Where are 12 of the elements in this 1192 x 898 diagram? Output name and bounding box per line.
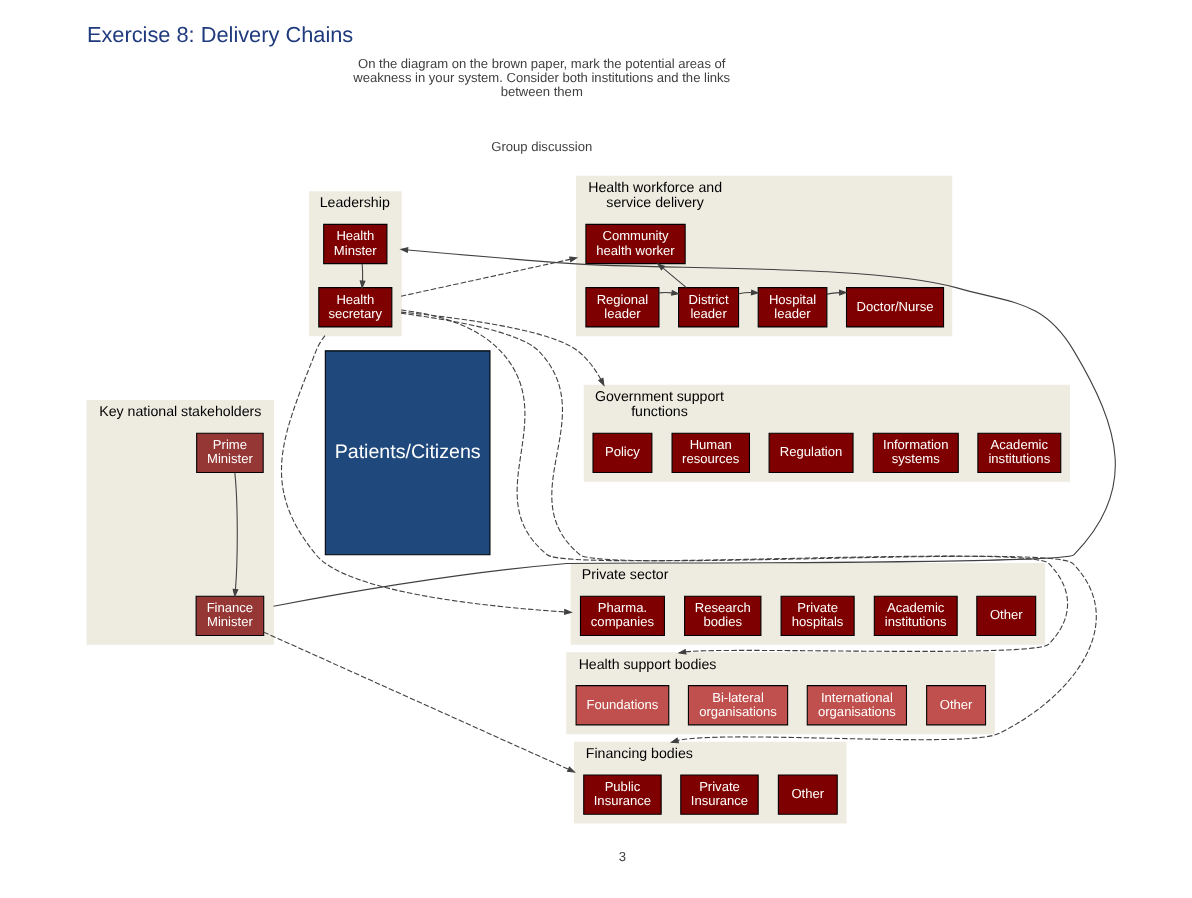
arrow [399,312,1096,744]
diagram-title: Exercise 8: Delivery Chains [85,24,353,49]
arrow [399,256,578,297]
arrow [399,311,604,387]
node-box: Patients/Citizens [323,350,490,556]
arrow [399,309,1068,655]
arrow [231,472,238,598]
arrow [825,289,847,296]
arrow [272,246,1115,607]
arrow [737,289,759,296]
arrow [280,335,572,615]
arrow [262,631,575,773]
